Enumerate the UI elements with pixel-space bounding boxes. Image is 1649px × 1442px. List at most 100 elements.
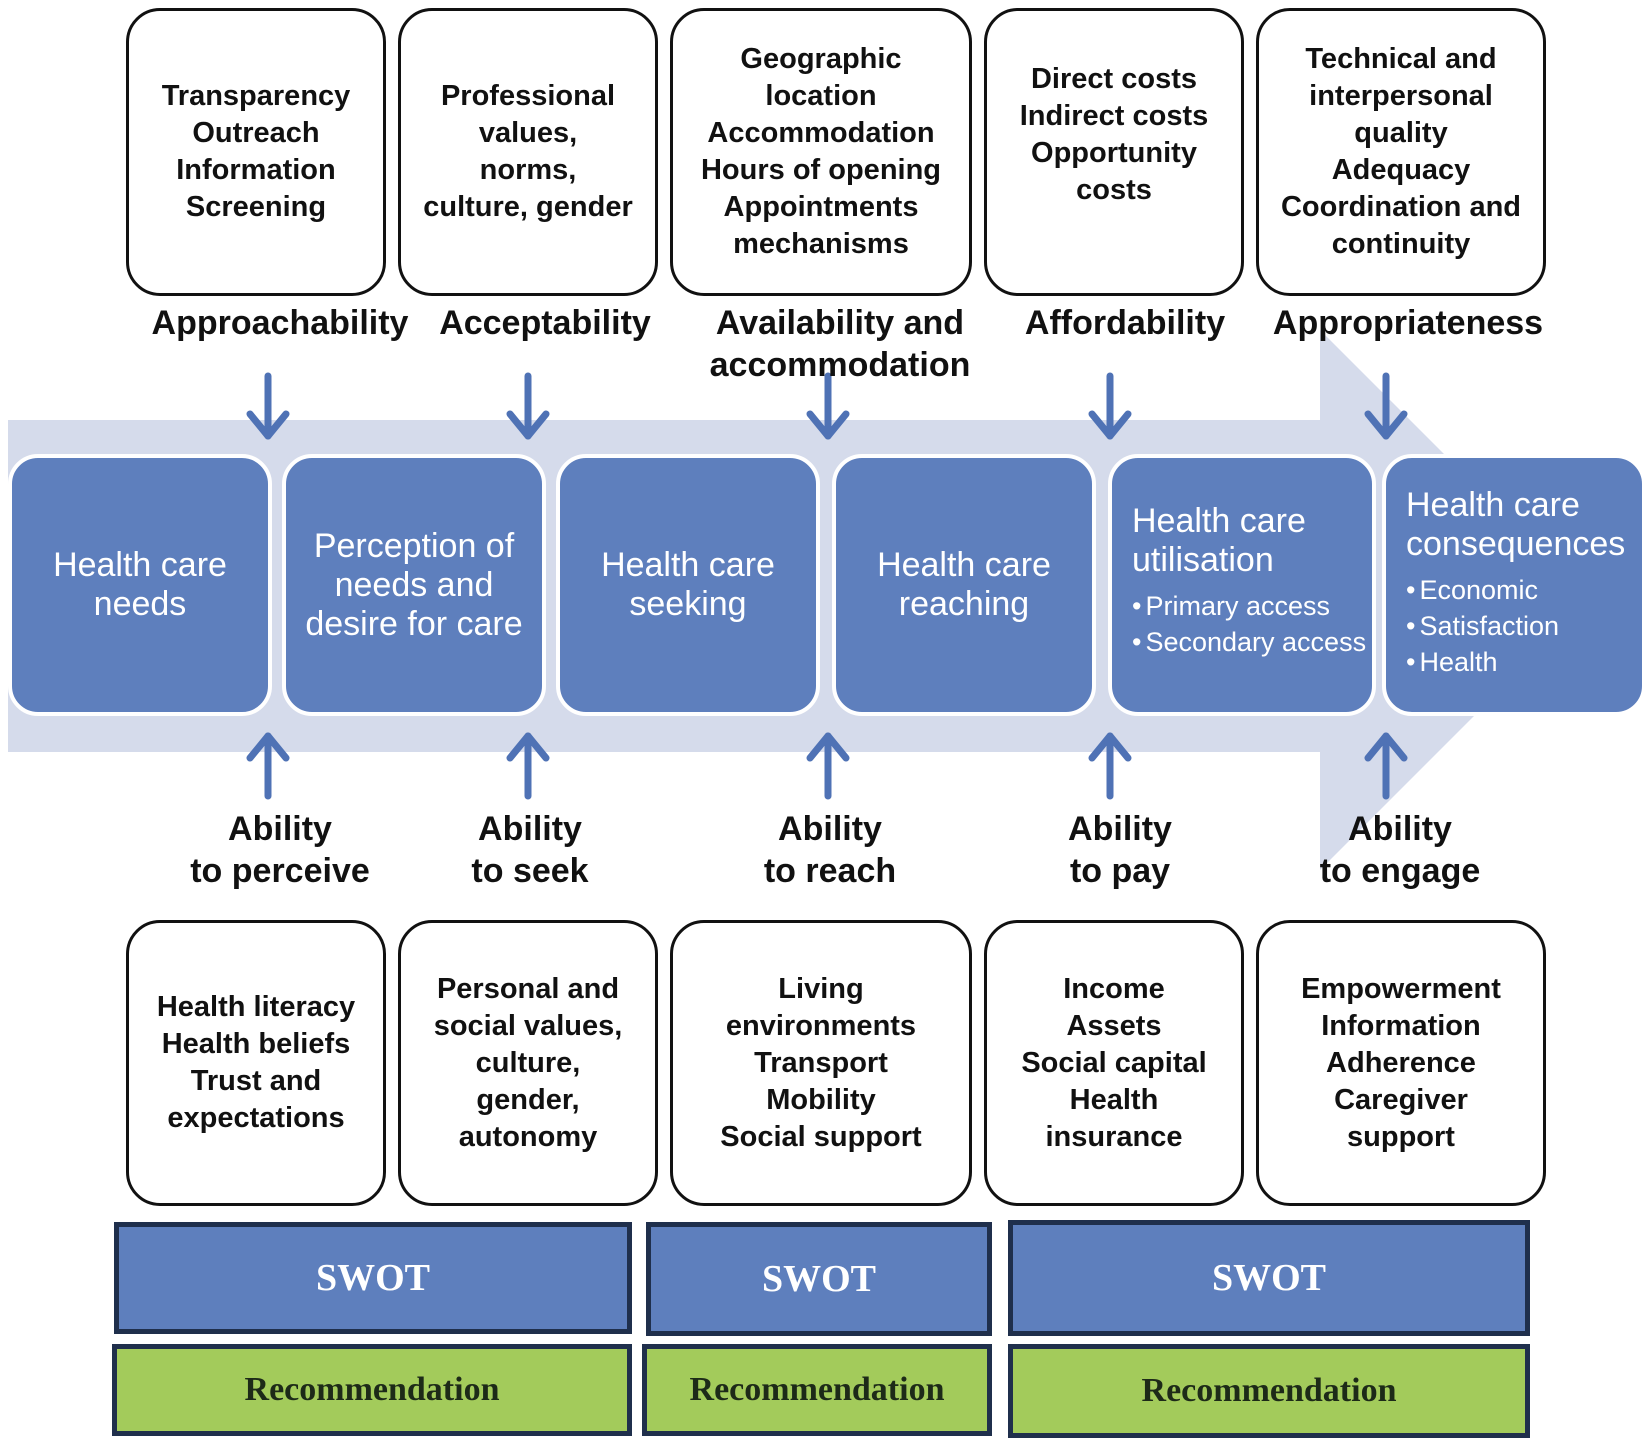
factor-text: social values, <box>433 1009 623 1042</box>
ability-text: to engage <box>1319 852 1481 890</box>
ability-label-seek: Ability to seek <box>430 808 630 892</box>
stage-health-care-consequences: Health care consequences Economic Satisf… <box>1382 454 1646 716</box>
factor-box-reach: Living environments Transport Mobility S… <box>670 920 972 1206</box>
factor-text: interpersonal <box>1309 80 1493 112</box>
factor-text: culture, <box>475 1046 581 1079</box>
stage-title: Health care <box>601 546 775 584</box>
stage-bullet-list: Primary access Secondary access <box>1132 588 1366 660</box>
stage-title: seeking <box>629 585 747 623</box>
swot-text: SWOT <box>315 1257 431 1299</box>
factor-text: Opportunity <box>1031 137 1197 169</box>
factor-box-engage: Empowerment Information Adherence Caregi… <box>1256 920 1546 1206</box>
stage-bullet: Health <box>1406 644 1559 680</box>
stage-title: utilisation <box>1132 541 1274 579</box>
dimension-label-appropriateness: Appropriateness <box>1258 302 1558 344</box>
dimension-text: Approachability <box>151 304 409 342</box>
stage-bullet-list: Economic Satisfaction Health <box>1406 572 1559 680</box>
factor-box-perceive: Health literacy Health beliefs Trust and… <box>126 920 386 1206</box>
stage-title: reaching <box>898 585 1030 623</box>
factor-text: Direct costs <box>1030 63 1197 95</box>
arrow-up-icon <box>1088 732 1132 800</box>
factor-text: Health literacy <box>156 991 356 1023</box>
arrow-up-icon <box>246 732 290 800</box>
factor-text: Transport <box>754 1046 888 1079</box>
arrow-down-icon <box>246 372 290 440</box>
factor-text: support <box>1347 1120 1455 1153</box>
factor-text: norms, <box>479 154 577 186</box>
factor-box-seek: Personal and social values, culture, gen… <box>398 920 658 1206</box>
recommendation-text: Recommendation <box>1141 1372 1397 1409</box>
factor-text: Professional <box>440 80 616 112</box>
ability-text: to seek <box>471 852 589 890</box>
swot-block-2: SWOT <box>646 1222 992 1336</box>
arrow-down-icon <box>1364 372 1408 440</box>
dimension-label-affordability: Affordability <box>1010 302 1240 344</box>
factor-text: Trust and <box>190 1065 322 1097</box>
stage-title: needs <box>93 585 187 623</box>
factor-text: Information <box>176 154 336 186</box>
factor-text: Indirect costs <box>1019 100 1209 132</box>
down-arrows <box>246 372 1408 440</box>
arrow-up-icon <box>506 732 550 800</box>
ability-text: Ability <box>778 810 882 848</box>
stage-health-care-reaching: Health care reaching <box>832 454 1096 716</box>
factor-text: expectations <box>167 1102 345 1134</box>
recommendation-block-3: Recommendation <box>1008 1344 1530 1438</box>
stage-bullet: Economic <box>1406 572 1559 608</box>
factor-text: Living <box>778 972 864 1005</box>
recommendation-text: Recommendation <box>689 1371 945 1408</box>
stage-bullet: Satisfaction <box>1406 608 1559 644</box>
factor-text: culture, gender <box>423 191 633 223</box>
up-arrows <box>246 732 1408 800</box>
factor-text: Technical and <box>1305 43 1497 75</box>
ability-text: to reach <box>763 852 897 890</box>
factor-text: gender, <box>476 1083 580 1116</box>
recommendation-block-1: Recommendation <box>112 1344 632 1436</box>
stage-title: Health care <box>1132 502 1306 540</box>
factor-text: values, <box>478 117 578 149</box>
stage-health-care-seeking: Health care seeking <box>556 454 820 716</box>
ability-text: Ability <box>478 810 582 848</box>
factor-text: Social capital <box>1021 1046 1207 1079</box>
factor-text: insurance <box>1045 1120 1183 1153</box>
recommendation-block-2: Recommendation <box>642 1344 992 1436</box>
arrow-down-icon <box>506 372 550 440</box>
ability-text: to perceive <box>190 852 370 890</box>
dimension-text: Availability and <box>715 304 965 342</box>
factor-text: Geographic <box>740 43 902 75</box>
arrow-down-icon <box>806 372 850 440</box>
swot-text: SWOT <box>1211 1257 1327 1299</box>
factor-text: continuity <box>1331 228 1471 260</box>
dimension-label-availability: Availability and accommodation <box>690 302 990 386</box>
ability-text: Ability <box>1348 810 1452 848</box>
stage-title: Perception of <box>313 526 515 565</box>
factor-text: autonomy <box>458 1120 598 1153</box>
factor-text: costs <box>1076 174 1152 206</box>
factor-text: Information <box>1321 1009 1481 1042</box>
arrow-up-icon <box>806 732 850 800</box>
dimension-label-approachability: Approachability <box>140 302 420 344</box>
factor-text: Caregiver <box>1334 1083 1468 1116</box>
dimension-text: Appropriateness <box>1272 304 1544 342</box>
swot-block-1: SWOT <box>114 1222 632 1334</box>
ability-text: to pay <box>1069 852 1171 890</box>
ability-label-pay: Ability to pay <box>1020 808 1220 892</box>
arrow-up-icon <box>1364 732 1408 800</box>
stage-title: needs and <box>334 565 494 604</box>
ability-text: Ability <box>228 810 332 848</box>
factor-text: mechanisms <box>733 228 909 260</box>
factor-text: Coordination and <box>1280 191 1522 223</box>
factor-text: quality <box>1354 117 1448 149</box>
stage-health-care-needs: Health care needs <box>8 454 272 716</box>
swot-block-3: SWOT <box>1008 1220 1530 1336</box>
stage-bullet: Secondary access <box>1132 624 1366 660</box>
stage-title: desire for care <box>305 604 523 643</box>
stage-title: consequences <box>1406 525 1626 563</box>
stage-bullet: Primary access <box>1132 588 1366 624</box>
factor-text: Accommodation <box>707 117 935 149</box>
stage-perception-of-needs: Perception of needs and desire for care <box>282 454 546 716</box>
recommendation-text: Recommendation <box>244 1371 500 1408</box>
factor-text: Personal and <box>436 972 620 1005</box>
factor-box-appropriateness: Technical and interpersonal quality Adeq… <box>1256 8 1546 296</box>
